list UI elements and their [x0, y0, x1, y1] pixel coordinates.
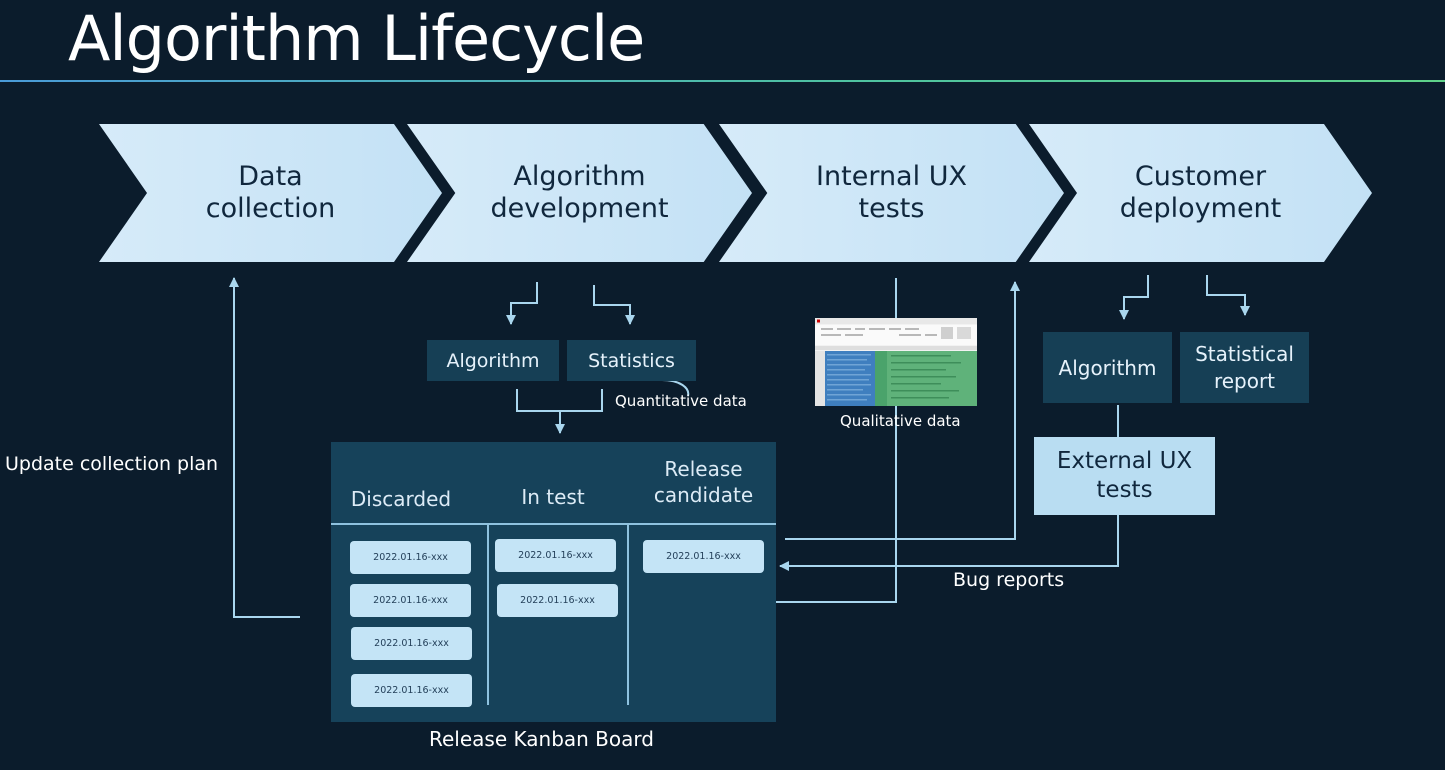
qualitative-data-label: Qualitative data	[840, 412, 961, 430]
dev-to-statistics-arrow	[593, 285, 635, 325]
dev-algorithm-label: Algorithm	[446, 349, 540, 372]
kanban-caption: Release Kanban Board	[429, 727, 654, 751]
deploy-algorithm-box: Algorithm	[1043, 332, 1172, 403]
stage-data-collection: Data collection	[99, 124, 442, 262]
deploy-to-report-arrow	[1206, 275, 1250, 316]
kanban-header-release-candidate: Release candidate	[653, 457, 754, 507]
deploy-algorithm-label: Algorithm	[1058, 355, 1157, 380]
kanban-column-divider	[627, 525, 629, 705]
kanban-card[interactable]: 2022.01.16-xxx	[350, 541, 471, 574]
release-to-deployment-arrow	[785, 281, 1020, 540]
spreadsheet-icon	[815, 318, 977, 406]
quantitative-data-label: Quantitative data	[615, 392, 747, 410]
kanban-card[interactable]: 2022.01.16-xxx	[351, 627, 472, 660]
external-ux-tests-box: External UX tests	[1034, 437, 1215, 515]
dev-algorithm-box: Algorithm	[427, 340, 559, 381]
external-ux-tests-label: External UX tests	[1056, 448, 1193, 503]
stage-customer-deployment: Customer deployment	[1029, 124, 1372, 262]
kanban-header-divider	[331, 523, 776, 525]
stage-algorithm-development: Algorithm development	[407, 124, 752, 262]
update-collection-loop	[229, 277, 300, 618]
dev-statistics-label: Statistics	[588, 349, 675, 372]
kanban-card[interactable]: 2022.01.16-xxx	[495, 539, 616, 572]
dev-to-algorithm-arrow	[506, 282, 538, 325]
stage-label: Internal UX tests	[816, 161, 967, 224]
kanban-card[interactable]: 2022.01.16-xxx	[351, 674, 472, 707]
statistical-report-label: Statistical report	[1195, 341, 1294, 393]
dev-statistics-box: Statistics	[567, 340, 696, 381]
title-underline	[0, 80, 1445, 82]
dev-outputs-merge-line	[516, 389, 603, 412]
update-collection-plan-label: Update collection plan	[5, 453, 219, 475]
stage-label: Customer deployment	[1119, 161, 1282, 224]
bug-reports-arrow	[779, 515, 1119, 571]
stage-internal-ux-tests: Internal UX tests	[719, 124, 1064, 262]
kanban-header-in-test: In test	[521, 485, 585, 509]
bug-reports-label: Bug reports	[953, 569, 1065, 591]
stage-label: Algorithm development	[490, 161, 669, 224]
statistical-report-box: Statistical report	[1180, 332, 1309, 403]
kanban-card[interactable]: 2022.01.16-xxx	[497, 584, 618, 617]
kanban-card[interactable]: 2022.01.16-xxx	[350, 584, 471, 617]
kanban-card[interactable]: 2022.01.16-xxx	[643, 540, 764, 573]
stage-label: Data collection	[205, 161, 336, 224]
kanban-column-divider	[487, 525, 489, 705]
page-title: Algorithm Lifecycle	[68, 2, 645, 75]
spreadsheet-thumbnail	[815, 318, 977, 406]
release-kanban-board: Discarded In test Release candidate 2022…	[331, 442, 776, 722]
kanban-header-discarded: Discarded	[350, 487, 452, 511]
deploy-to-algorithm-arrow	[1119, 275, 1149, 320]
